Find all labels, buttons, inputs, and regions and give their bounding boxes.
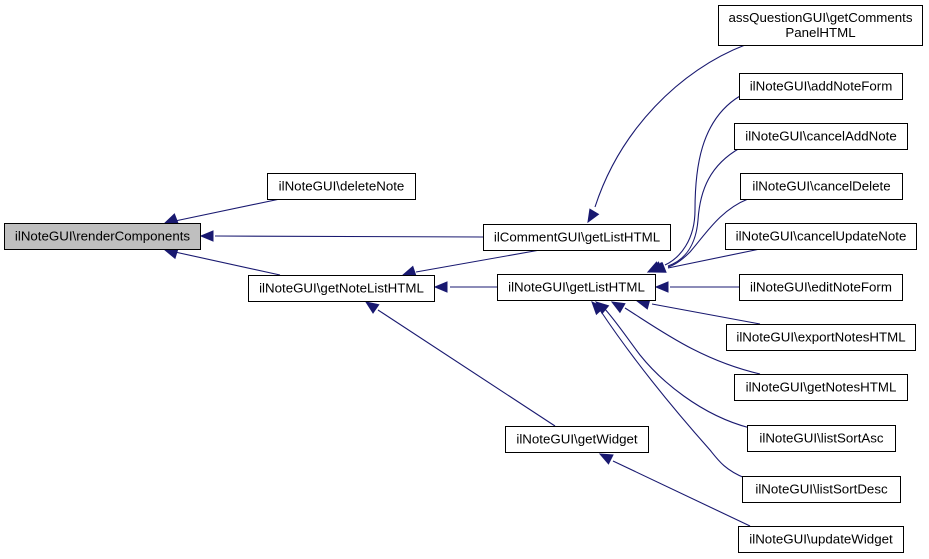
node-box[interactable] xyxy=(718,5,923,46)
node-renderComponents[interactable]: ilNoteGUI\renderComponents xyxy=(4,223,201,250)
node-box[interactable] xyxy=(4,223,201,250)
node-label: ilNoteGUI\cancelUpdateNote xyxy=(736,229,907,244)
arrowhead-icon xyxy=(433,281,448,293)
edges-layer xyxy=(163,44,761,527)
node-label: PanelHTML xyxy=(785,25,855,40)
node-label: ilNoteGUI\getWidget xyxy=(516,432,638,447)
node-listSortDesc[interactable]: ilNoteGUI\listSortDesc xyxy=(742,476,901,503)
edge-listSortAsc-to-noteGetListHTML xyxy=(594,301,751,429)
edge-commentGetListHTML-to-getNoteListHTML xyxy=(401,249,541,277)
node-noteGetListHTML[interactable]: ilNoteGUI\getListHTML xyxy=(497,274,656,301)
node-addNoteForm[interactable]: ilNoteGUI\addNoteForm xyxy=(739,73,903,100)
node-box[interactable] xyxy=(747,425,896,452)
node-label: ilNoteGUI\updateWidget xyxy=(749,532,893,547)
node-label: ilNoteGUI\getListHTML xyxy=(508,280,645,295)
edge-line xyxy=(667,248,761,269)
edge-line xyxy=(174,251,281,276)
node-label: ilNoteGUI\editNoteForm xyxy=(750,280,892,295)
edge-editNoteForm-to-noteGetListHTML xyxy=(654,281,739,293)
edge-line xyxy=(599,309,746,479)
node-label: ilNoteGUI\listSortDesc xyxy=(755,482,888,497)
node-label: ilNoteGUI\getNotesHTML xyxy=(746,380,897,395)
node-label: ilNoteGUI\addNoteForm xyxy=(750,79,893,94)
arrowhead-icon xyxy=(598,453,614,465)
node-box[interactable] xyxy=(248,275,435,302)
node-box[interactable] xyxy=(740,173,903,200)
node-label: ilNoteGUI\renderComponents xyxy=(15,229,191,244)
edge-line xyxy=(612,460,751,527)
node-box[interactable] xyxy=(739,73,903,100)
node-box[interactable] xyxy=(483,224,671,251)
edge-line xyxy=(377,309,556,427)
node-label: assQuestionGUI\getComments xyxy=(728,10,912,25)
node-label: ilNoteGUI\exportNotesHTML xyxy=(736,330,905,345)
node-label: ilNoteGUI\deleteNote xyxy=(279,179,405,194)
arrowhead-icon xyxy=(587,208,600,224)
node-exportNotesHTML[interactable]: ilNoteGUI\exportNotesHTML xyxy=(726,324,916,351)
edge-line xyxy=(624,307,761,375)
node-box[interactable] xyxy=(497,274,656,301)
arrowhead-icon xyxy=(610,301,626,314)
arrowhead-icon xyxy=(163,213,179,224)
edge-deleteNote-to-renderComponents xyxy=(163,198,281,224)
edge-updateWidget-to-getWidget xyxy=(598,453,751,527)
node-box[interactable] xyxy=(725,223,917,250)
node-getNoteListHTML[interactable]: ilNoteGUI\getNoteListHTML xyxy=(248,275,435,302)
arrowhead-icon xyxy=(401,265,417,277)
node-label: ilNoteGUI\listSortAsc xyxy=(759,431,883,446)
nodes-layer: ilNoteGUI\renderComponents ilNoteGUI\dele… xyxy=(4,5,923,553)
edge-line xyxy=(214,235,484,238)
edge-getNotesHTML-to-noteGetListHTML xyxy=(610,301,761,375)
edge-exportNotesHTML-to-noteGetListHTML xyxy=(635,298,761,325)
edge-line xyxy=(594,44,746,208)
node-label: ilNoteGUI\cancelDelete xyxy=(752,179,890,194)
node-box[interactable] xyxy=(734,374,908,401)
edge-noteGetListHTML-to-getNoteListHTML xyxy=(433,281,497,293)
edge-cancelUpdateNote-to-noteGetListHTML xyxy=(651,248,761,273)
node-box[interactable] xyxy=(742,476,901,503)
edge-getWidget-to-getNoteListHTML xyxy=(364,301,556,427)
node-cancelAddNote[interactable]: ilNoteGUI\cancelAddNote xyxy=(734,123,908,150)
arrowhead-icon xyxy=(364,301,380,314)
node-box[interactable] xyxy=(738,526,904,553)
node-cancelDelete[interactable]: ilNoteGUI\cancelDelete xyxy=(740,173,903,200)
edge-line xyxy=(667,198,749,268)
edge-assQuestion-to-commentGetListHTML xyxy=(587,44,746,224)
node-editNoteForm[interactable]: ilNoteGUI\editNoteForm xyxy=(739,274,903,301)
node-box[interactable] xyxy=(726,324,916,351)
node-box[interactable] xyxy=(505,426,649,453)
edge-commentGetListHTML-to-renderComponents xyxy=(199,230,484,242)
edge-line xyxy=(664,95,741,266)
node-getNotesHTML[interactable]: ilNoteGUI\getNotesHTML xyxy=(734,374,908,401)
arrowhead-icon xyxy=(163,248,179,260)
node-box[interactable] xyxy=(734,123,908,150)
node-label: ilNoteGUI\cancelAddNote xyxy=(745,129,897,144)
node-label: ilCommentGUI\getListHTML xyxy=(494,230,660,245)
node-label: ilNoteGUI\getNoteListHTML xyxy=(259,281,424,296)
edge-line xyxy=(651,303,761,325)
node-box[interactable] xyxy=(267,173,416,200)
edge-getNoteListHTML-to-renderComponents xyxy=(163,248,281,276)
edge-line xyxy=(174,198,281,222)
edge-listSortDesc-to-noteGetListHTML xyxy=(591,301,746,479)
node-deleteNote[interactable]: ilNoteGUI\deleteNote xyxy=(267,173,416,200)
node-getWidget[interactable]: ilNoteGUI\getWidget xyxy=(505,426,649,453)
node-box[interactable] xyxy=(739,274,903,301)
edge-line xyxy=(667,147,741,267)
arrowhead-icon xyxy=(654,281,669,293)
edge-line xyxy=(603,307,751,429)
edge-line xyxy=(415,249,541,273)
node-updateWidget[interactable]: ilNoteGUI\updateWidget xyxy=(738,526,904,553)
node-listSortAsc[interactable]: ilNoteGUI\listSortAsc xyxy=(747,425,896,452)
node-cancelUpdateNote[interactable]: ilNoteGUI\cancelUpdateNote xyxy=(725,223,917,250)
node-commentGetListHTML[interactable]: ilCommentGUI\getListHTML xyxy=(483,224,671,251)
arrowhead-icon xyxy=(591,301,605,316)
arrowhead-icon xyxy=(651,262,667,273)
arrowhead-icon xyxy=(199,230,214,242)
